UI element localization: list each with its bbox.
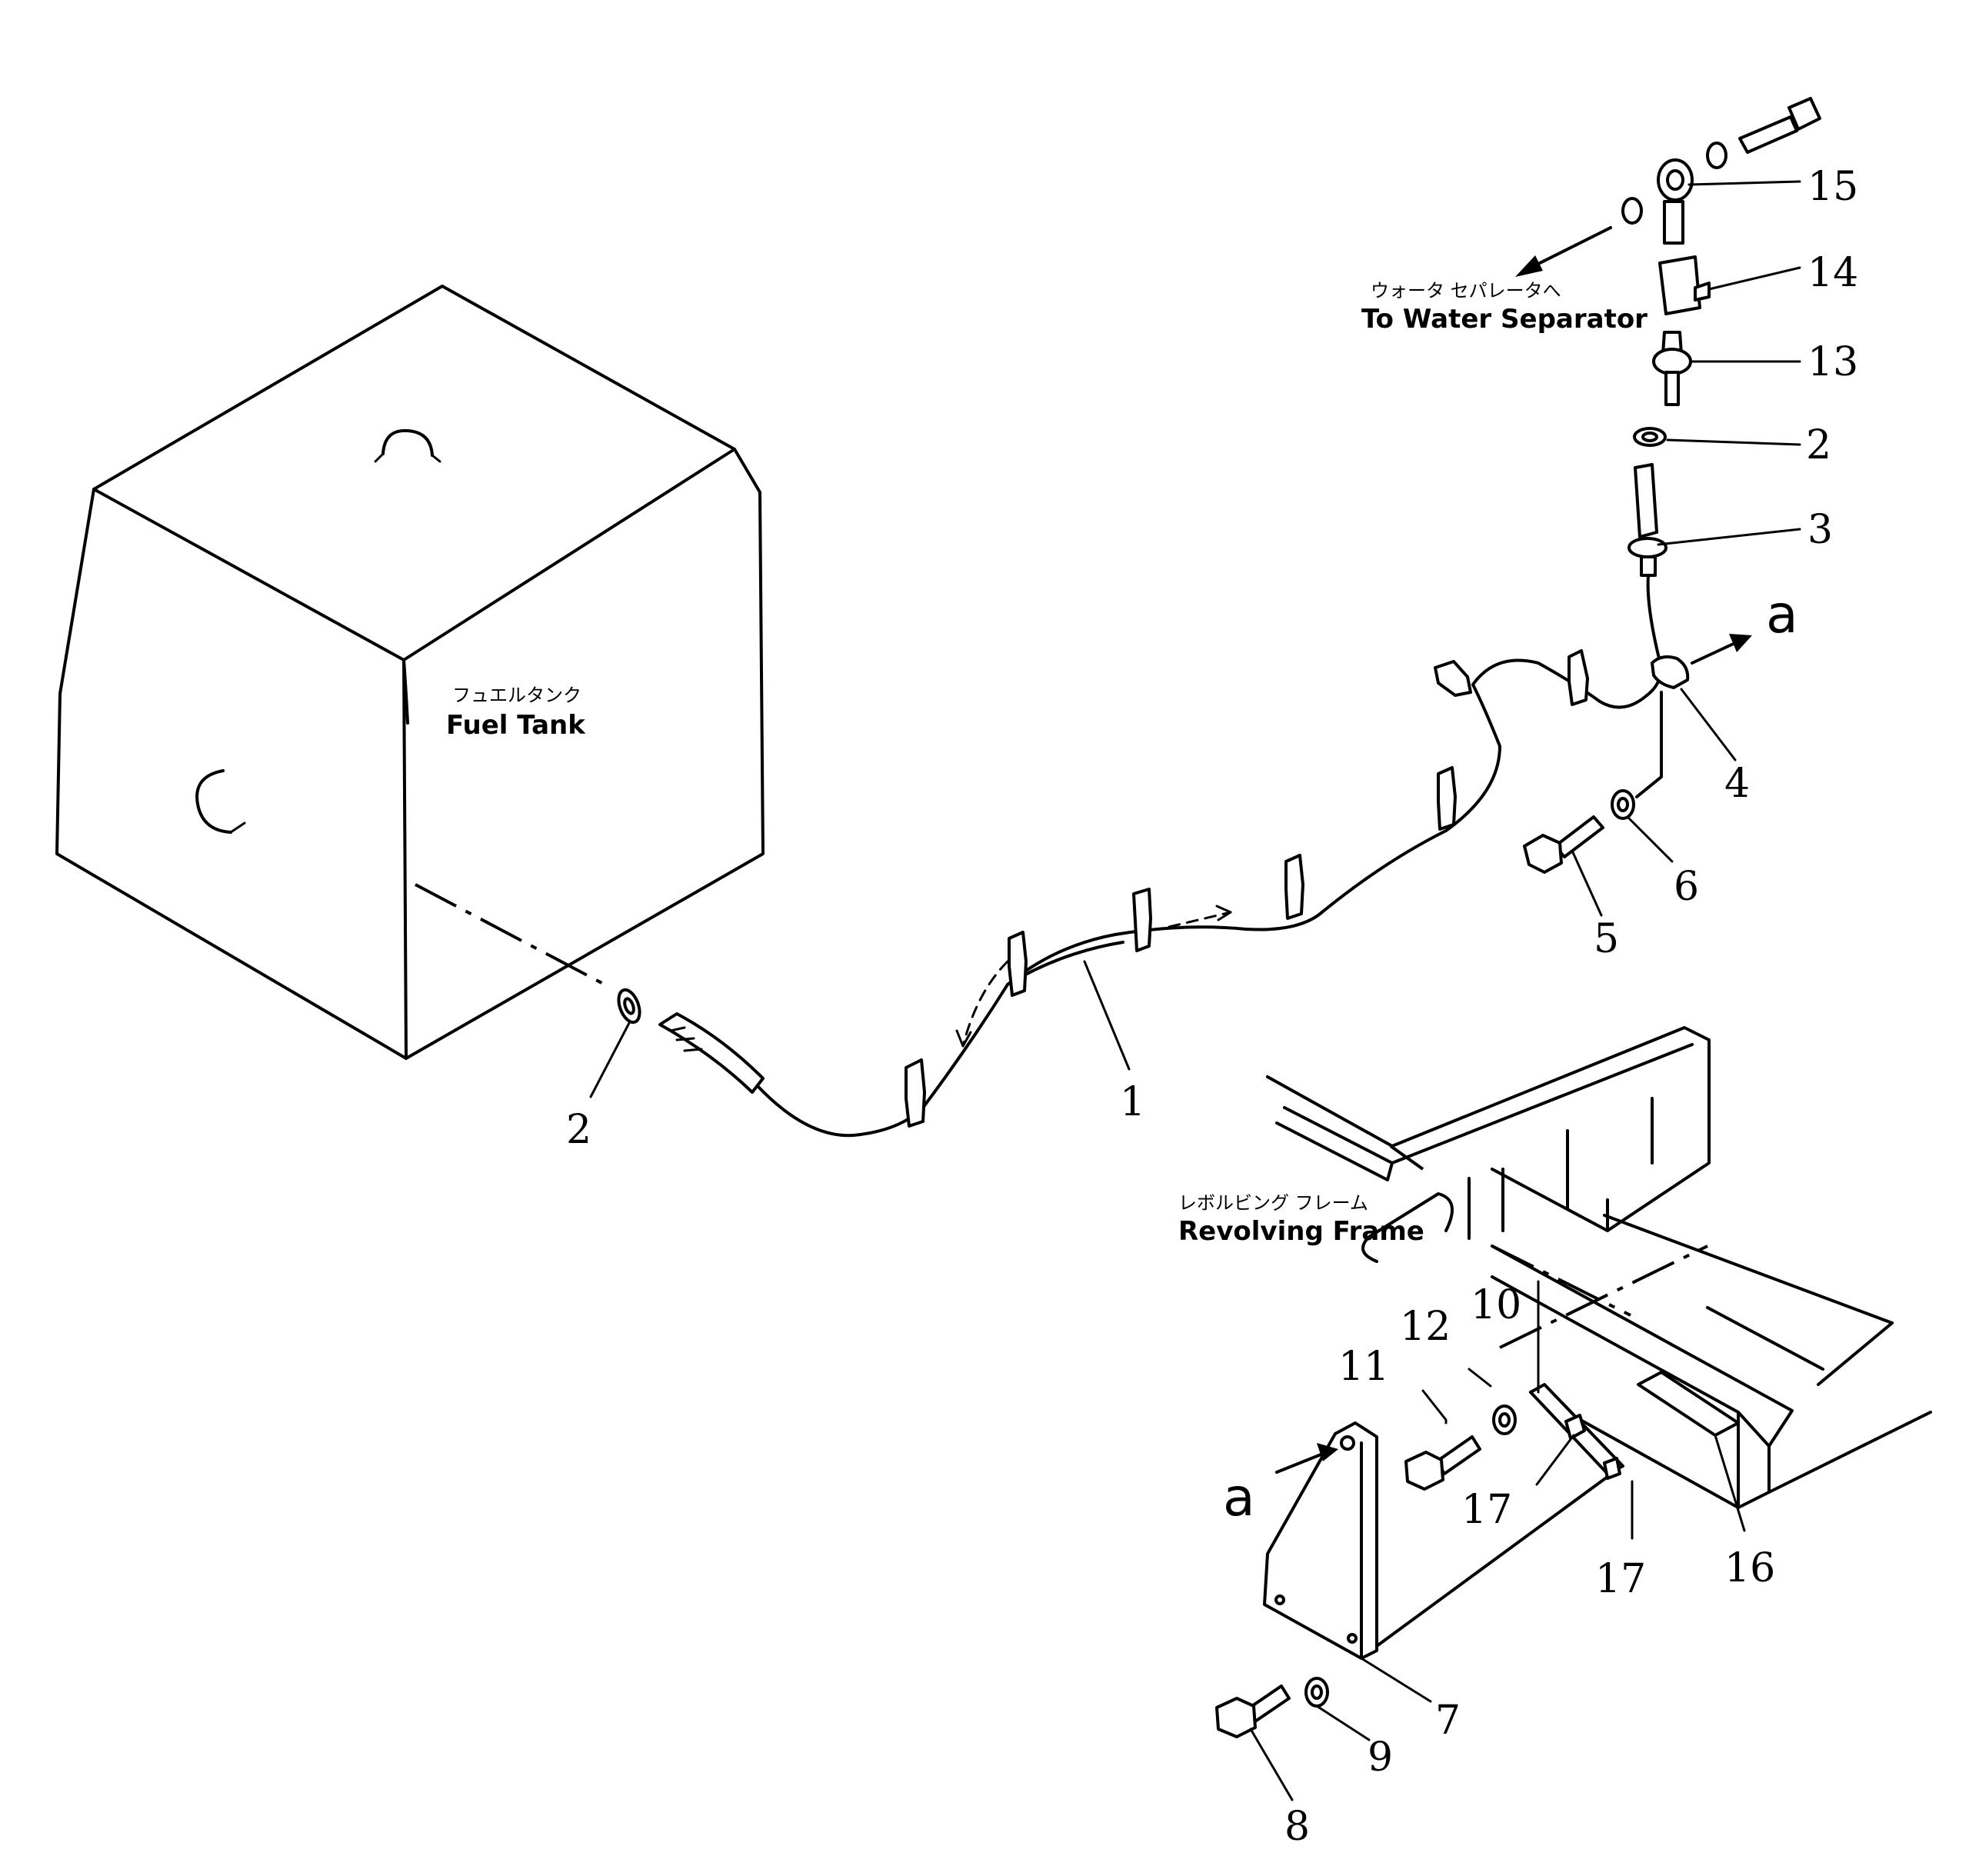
revolving-frame: レボルビング フレーム Revolving Frame (1178, 1026, 1932, 1509)
callout-11: 11 (1338, 1344, 1389, 1390)
fuel-tank: フュエルタンク Fuel Tank (55, 285, 765, 1060)
fuel-hose (658, 658, 1663, 1138)
hose-clip (1132, 888, 1152, 952)
hose-clip (1284, 854, 1304, 920)
hose-clip (1434, 660, 1472, 697)
plate-10 (1529, 1383, 1624, 1480)
callout-2: 2 (566, 1107, 591, 1153)
fuel-tank-label-jp: フュエルタンク (452, 685, 581, 706)
hose-clip (905, 1058, 926, 1128)
callout-4: 4 (1724, 761, 1750, 807)
washer (1706, 142, 1727, 169)
callout-17: 17 (1461, 1487, 1512, 1533)
callout-5: 5 (1594, 916, 1619, 962)
callout-9: 9 (1368, 1734, 1393, 1781)
hose-clip (1568, 649, 1589, 706)
hose-clamp-lower (617, 988, 641, 1025)
banjo-bolt (1738, 115, 1798, 154)
tank-top-face (92, 285, 736, 661)
nut-14 (1658, 255, 1701, 315)
tank-edge (402, 658, 409, 725)
bolt-8-washer-9 (1215, 1677, 1329, 1738)
tank-right-face (405, 448, 765, 1060)
callout-10: 10 (1471, 1282, 1521, 1328)
filler-cap-icon (381, 428, 434, 457)
revolving-frame-label-en: Revolving Frame (1178, 1216, 1424, 1247)
upper-fittings: ウォータ セパレータへ To Water Separator (1361, 97, 1821, 669)
hose-clips (905, 649, 1589, 1128)
tank-left-face (55, 488, 408, 1060)
callout-1: 1 (1120, 1079, 1145, 1125)
callout-12: 12 (1400, 1304, 1451, 1350)
water-separator-label-en: To Water Separator (1361, 304, 1648, 335)
hose-clip-4 (1635, 634, 1752, 798)
bolt-5-washer-6 (1523, 789, 1635, 874)
leader-lines (589, 180, 1801, 1801)
callout-numbers: 1 2 2 3 4 5 6 7 8 9 10 11 12 13 14 15 16… (566, 164, 1858, 1850)
callout-15: 15 (1807, 164, 1858, 210)
nut-17 (1603, 1457, 1621, 1480)
callout-2: 2 (1806, 422, 1831, 468)
fuel-tank-label-en: Fuel Tank (446, 710, 586, 741)
view-a-marker: a (1223, 1468, 1255, 1528)
callout-8: 8 (1284, 1804, 1310, 1850)
bracket-7 (1263, 1421, 1609, 1660)
view-a-marker: a (1766, 585, 1798, 645)
callout-16: 16 (1724, 1545, 1775, 1591)
bolt-11-washer-12 (1404, 1405, 1517, 1491)
hose-line (756, 658, 1663, 1138)
water-separator-label-jp: ウォータ セパレータへ (1371, 280, 1561, 302)
callout-6: 6 (1674, 864, 1699, 910)
bolt-5 (1554, 815, 1604, 858)
hose-end (658, 1012, 765, 1094)
hose-clip (1008, 931, 1028, 997)
callout-13: 13 (1807, 339, 1858, 385)
revolving-frame-label-jp: レボルビング フレーム (1178, 1192, 1368, 1214)
callout-14: 14 (1807, 250, 1858, 296)
pipe-3 (1634, 463, 1658, 538)
callout-17: 17 (1595, 1556, 1646, 1602)
washer (1621, 197, 1643, 225)
hose-clip (1437, 766, 1457, 831)
centerline (415, 883, 608, 988)
frame-slot (1637, 1371, 1740, 1437)
callout-7: 7 (1435, 1698, 1461, 1744)
nut-17 (1564, 1414, 1586, 1440)
inspection-cover-icon (195, 769, 232, 834)
callout-3: 3 (1807, 507, 1833, 553)
